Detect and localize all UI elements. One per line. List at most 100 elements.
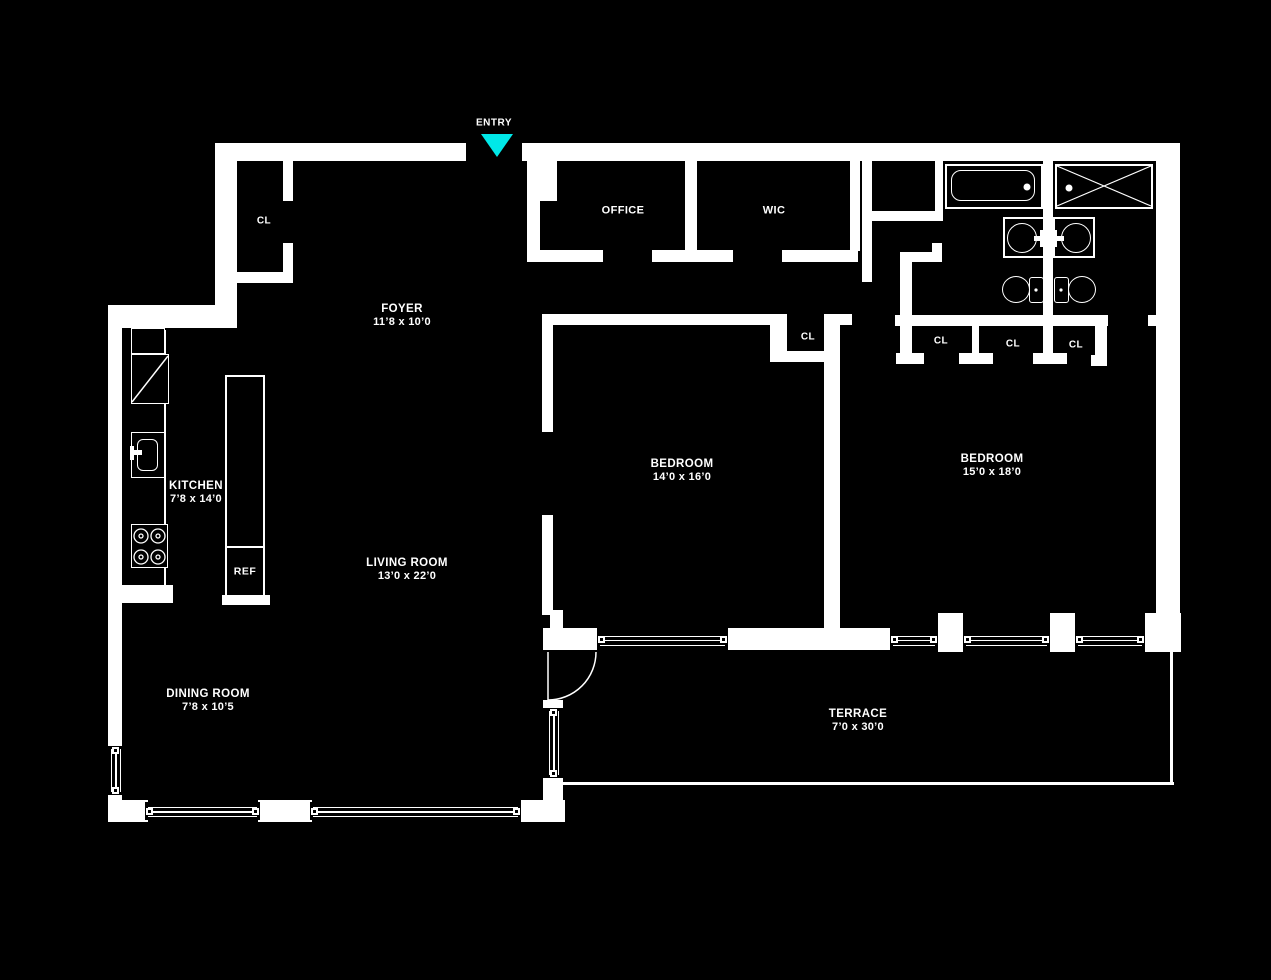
- wall-foyer-closet: [283, 161, 293, 201]
- range: [131, 524, 168, 568]
- wall-bedroom1-left: [550, 610, 563, 630]
- closet-label-c: CL: [1068, 339, 1084, 351]
- wall-bedroom1-top: [542, 314, 787, 325]
- wall-top-left: [215, 143, 466, 161]
- faucet-icon: [1054, 236, 1064, 241]
- wall-bottom: [258, 800, 312, 822]
- window: [1075, 630, 1145, 649]
- refrigerator-label: REF: [233, 565, 257, 578]
- wall-hall: [862, 161, 872, 282]
- wall-wic: [782, 250, 858, 262]
- wall-closet-stub: [1033, 353, 1067, 364]
- wall-hall-closet: [770, 325, 787, 353]
- wall-closet-stub: [896, 353, 924, 364]
- toilet-tank: [1029, 277, 1044, 303]
- wall-foyer-closet: [283, 243, 293, 274]
- entry-label: ENTRY: [475, 117, 513, 129]
- wall-bath-entry: [900, 252, 942, 262]
- room-label-dining-room: DINING ROOM 7’8 x 10’5: [166, 688, 250, 714]
- wall-wic: [850, 161, 860, 251]
- bathtub-basin: [951, 170, 1035, 201]
- sink-basin: [1061, 223, 1091, 253]
- room-dims: 7’0 x 30’0: [832, 721, 884, 733]
- terrace-edge-bottom: [563, 782, 1174, 785]
- room-name: LIVING ROOM: [366, 557, 448, 569]
- room-label-kitchen: KITCHEN 7’8 x 14’0: [169, 480, 223, 506]
- wall-island-stub: [222, 595, 270, 605]
- wall-bottom: [521, 800, 565, 822]
- toilet-tank: [1054, 277, 1069, 303]
- cabinet: [131, 328, 165, 354]
- toilet-bowl: [1002, 276, 1030, 303]
- wall-window-pier: [938, 613, 963, 652]
- wall-top-right: [522, 143, 1180, 161]
- wall-closet-stub: [959, 353, 993, 364]
- closet-label-hall: CL: [800, 331, 816, 343]
- room-name: DINING ROOM: [166, 688, 250, 700]
- window: [543, 708, 563, 778]
- room-dims: 7’8 x 14’0: [170, 493, 222, 505]
- wall-office: [527, 250, 603, 262]
- wall-bath-divider: [1043, 158, 1053, 354]
- wall-wic: [697, 250, 733, 262]
- room-dims: 11’8 x 10’0: [373, 316, 431, 328]
- wall-linen: [935, 161, 943, 213]
- wall-bath-entry: [932, 243, 942, 262]
- wall-closet-divider: [972, 325, 979, 355]
- wall-right: [1156, 161, 1180, 613]
- window: [310, 802, 521, 820]
- window: [597, 630, 728, 649]
- terrace-edge-right: [1170, 652, 1173, 783]
- closet-label-b: CL: [1005, 338, 1021, 350]
- faucet-icon: [1053, 230, 1057, 247]
- shower: [1055, 164, 1153, 209]
- window: [963, 630, 1050, 649]
- room-name: KITCHEN: [169, 480, 223, 492]
- wall-bedrooms-bottom: [543, 628, 597, 650]
- wall-bedrooms-bottom: [728, 628, 890, 650]
- kitchen-faucet-icon: [130, 450, 142, 455]
- room-label-bedroom-1: BEDROOM 14’0 x 16’0: [651, 458, 714, 484]
- wall-corner-pier: [1145, 613, 1181, 652]
- room-dims: 15’0 x 18’0: [962, 466, 1022, 478]
- window: [890, 630, 938, 649]
- corner-cabinet: [131, 354, 169, 404]
- closet-label-foyer: CL: [256, 215, 272, 227]
- kitchen-sink-basin: [137, 439, 158, 471]
- wall-hall-south: [895, 315, 1108, 326]
- room-name: FOYER: [381, 303, 423, 315]
- room-name: BEDROOM: [650, 458, 714, 470]
- room-name: BEDROOM: [960, 453, 1024, 465]
- wall-office: [527, 161, 540, 261]
- room-dims: 14’0 x 16’0: [652, 471, 712, 483]
- entry-marker-icon: [481, 134, 513, 157]
- room-label-foyer: FOYER 11’8 x 10’0: [373, 303, 431, 329]
- wall-closet-stub: [1091, 355, 1107, 366]
- room-label-living-room: LIVING ROOM 13’0 x 22’0: [366, 557, 448, 583]
- wall-bedroom-divider: [824, 314, 840, 628]
- window: [145, 802, 260, 820]
- closet-label-a: CL: [933, 335, 949, 347]
- toilet-bowl: [1068, 276, 1096, 303]
- room-label-office: OFFICE: [601, 204, 645, 217]
- wall-linen: [862, 211, 943, 221]
- wall-hall-south: [1148, 315, 1158, 326]
- wall-closet-c: [1095, 315, 1107, 357]
- wall-bedroom1-left: [542, 515, 553, 615]
- faucet-icon: [1040, 230, 1044, 247]
- faucet-icon: [1034, 236, 1044, 241]
- room-label-wic: WIC: [762, 204, 786, 217]
- wall-bottom: [108, 800, 148, 822]
- wall-window-pier: [1050, 613, 1075, 652]
- wall-door-jamb: [543, 700, 563, 708]
- wall-kitchen-top: [108, 305, 237, 328]
- refrigerator-divider: [225, 546, 265, 548]
- room-dims: 13’0 x 22’0: [377, 570, 437, 582]
- wall-bedroom1-left: [542, 314, 553, 432]
- counter-edge: [164, 330, 166, 585]
- wall-foyer-closet: [237, 272, 293, 283]
- window: [107, 746, 123, 795]
- wall-foyer-left: [215, 143, 237, 328]
- wall-closet-a: [900, 252, 912, 354]
- room-dims: 7’8 x 10’5: [182, 701, 234, 713]
